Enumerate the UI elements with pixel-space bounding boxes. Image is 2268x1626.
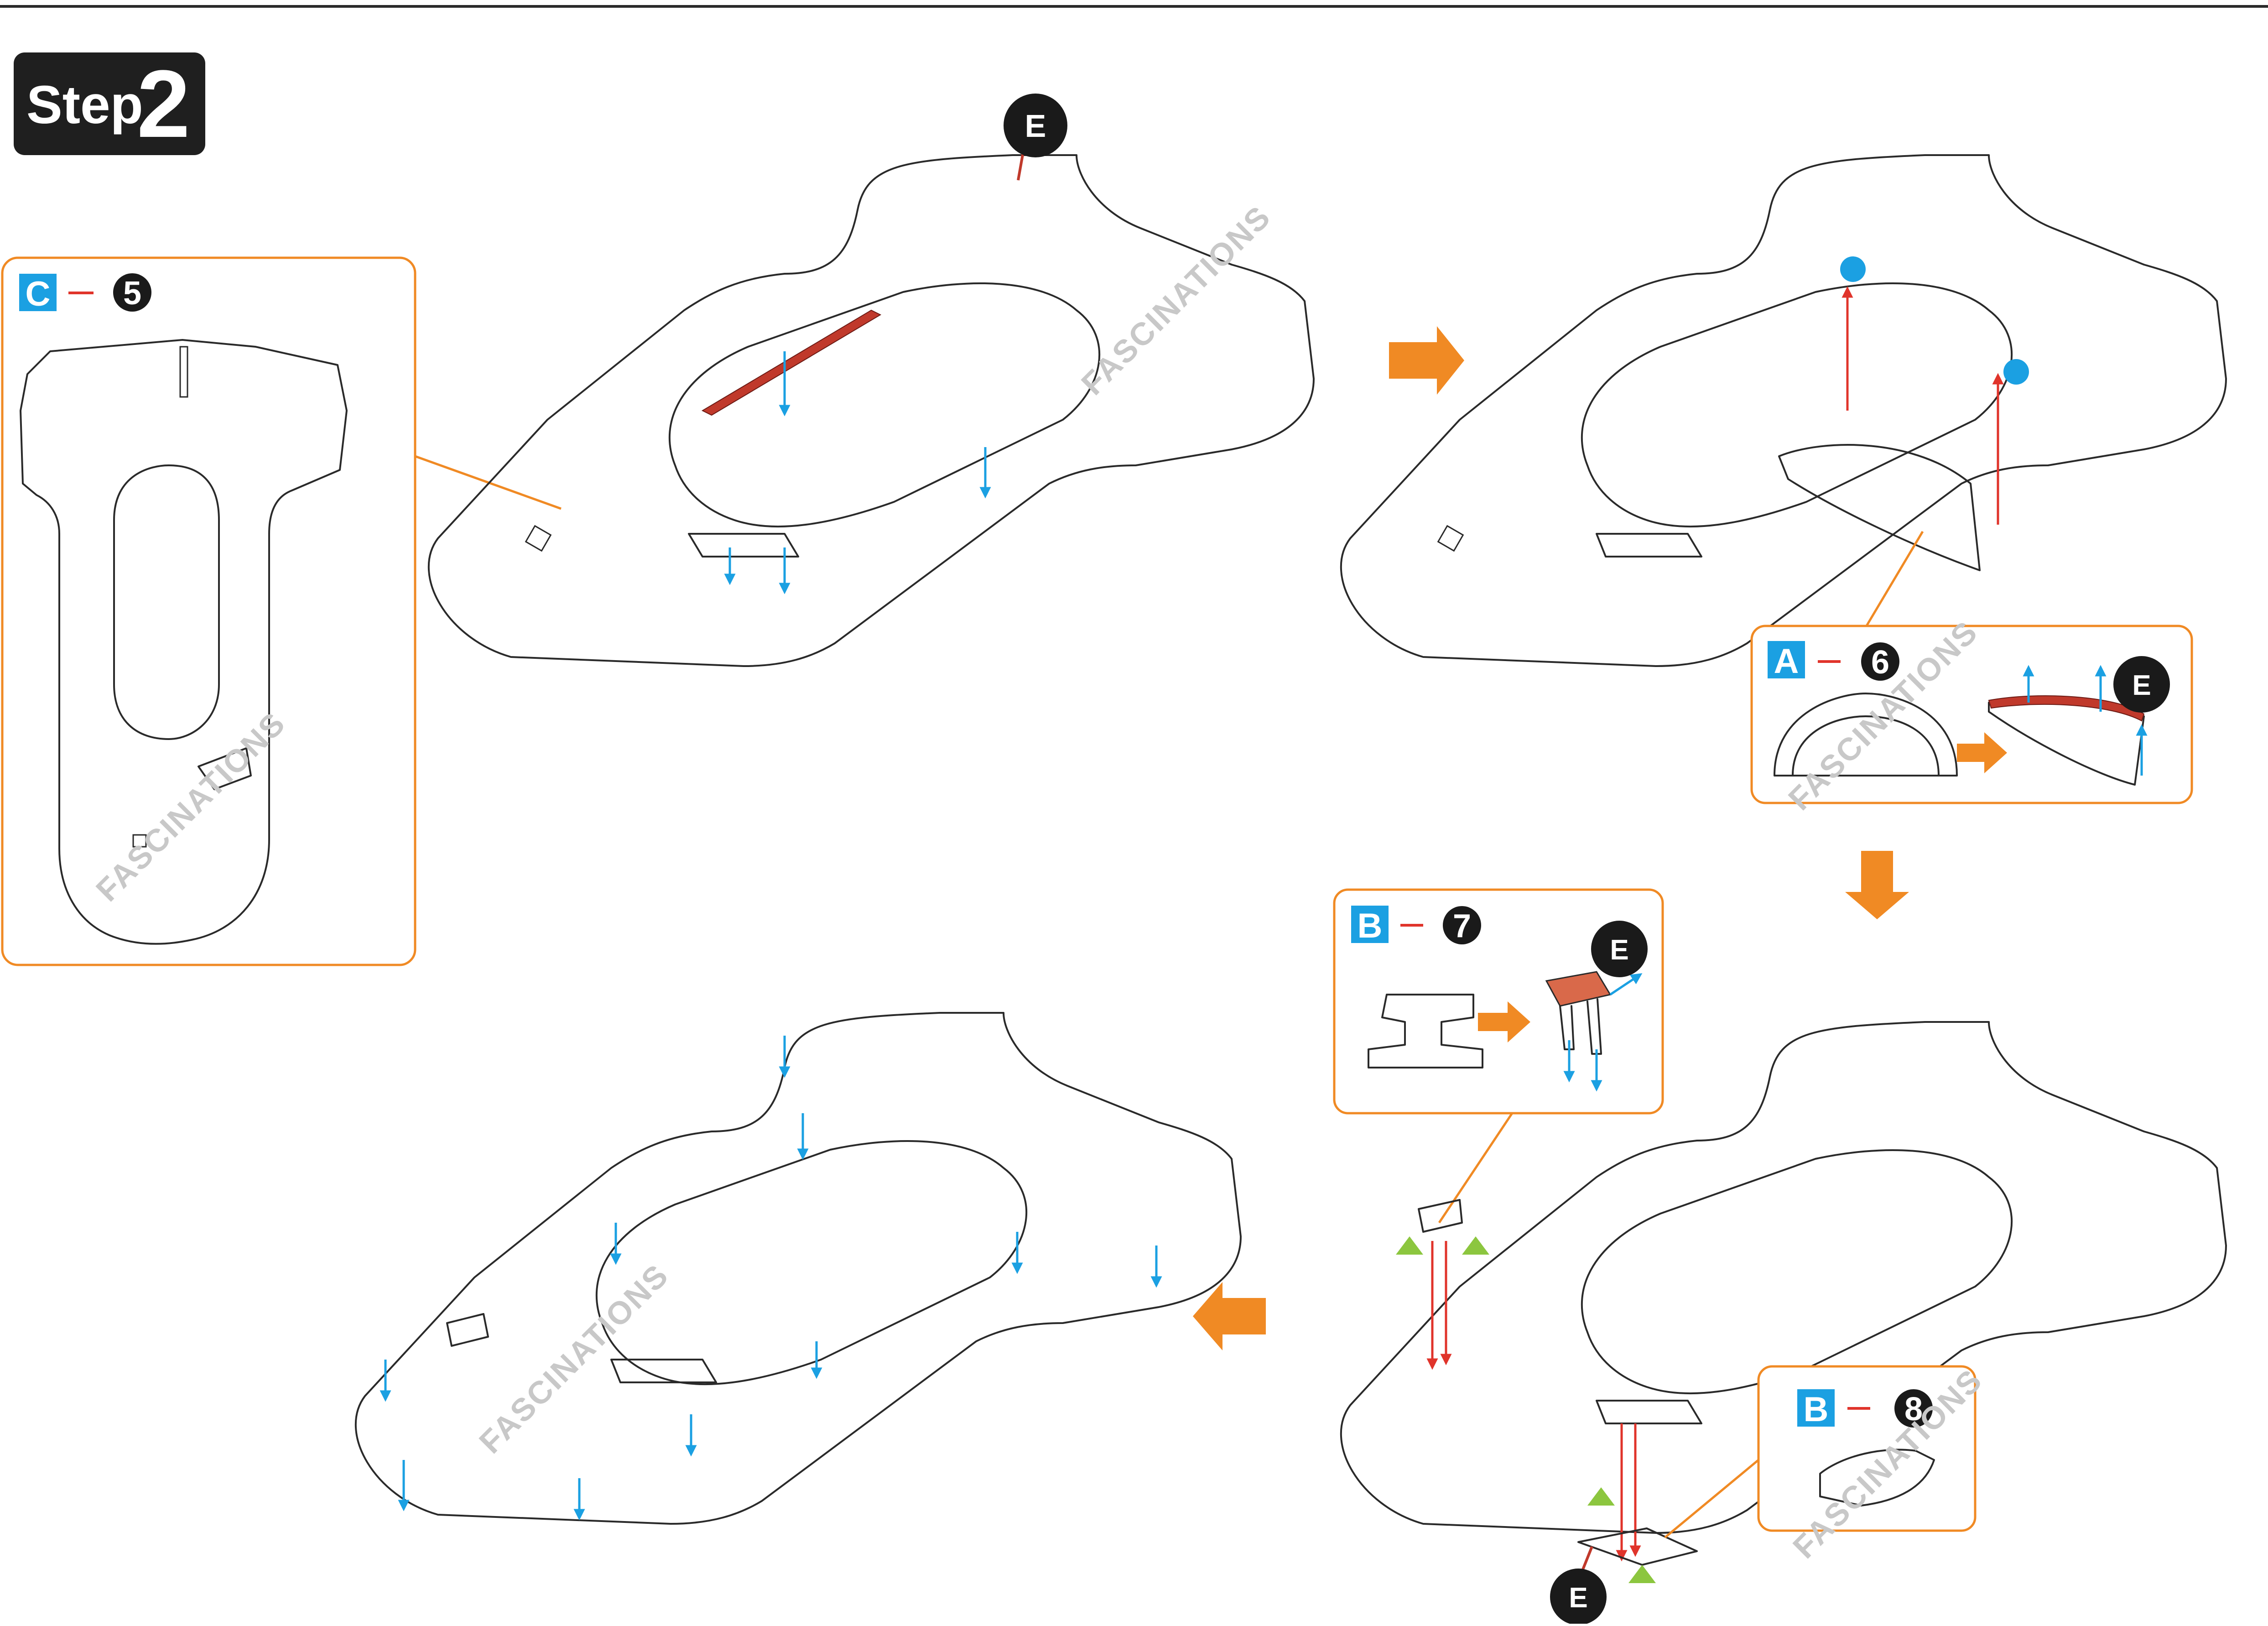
part-number-a: 6: [1871, 644, 1889, 681]
glue-tag-a6: E: [2113, 656, 2170, 713]
bracket-stand: [1418, 1199, 1463, 1233]
leader-line-a6: [1864, 531, 1924, 628]
part-letter: C: [26, 275, 51, 313]
orange-arrow-right-icon: [1389, 326, 1464, 395]
callout-panel-c5: C 5 FASCINATIONS: [1, 256, 562, 966]
number-disc: [113, 273, 151, 312]
svg-text:E: E: [1610, 934, 1628, 966]
flat-piece-c: [20, 339, 348, 945]
base-stage-1: FASCINATIONS E: [427, 94, 1315, 667]
svg-text:FASCINATIONS: FASCINATIONS: [472, 1257, 675, 1460]
part-number: 5: [123, 275, 141, 312]
base-stage-2: [1340, 154, 2227, 667]
part-letter-b8: B: [1804, 1390, 1829, 1429]
bottom-plate: [1577, 1527, 1698, 1566]
glue-tag-b7: E: [1591, 921, 1648, 977]
green-triangle-icon: [1396, 1236, 1423, 1255]
callout-panel-a6: A 6 E FASCINATIONS: [1750, 531, 2193, 817]
bracket-installed: [446, 1313, 489, 1347]
glue-tag-bottom: E: [1550, 1546, 1607, 1625]
svg-text:E: E: [2132, 670, 2151, 701]
step-number: 2: [137, 50, 190, 157]
callout-panel-b8: B 8 FASCINATIONS: [1664, 1362, 1989, 1565]
orange-arrow-left-icon: [1193, 1282, 1266, 1350]
callout-panel-b7: B 7 E: [1333, 888, 1664, 1224]
leader-line-c5: [415, 455, 562, 510]
part-number-b8: 8: [1904, 1391, 1923, 1428]
arch-piece: [1774, 693, 1958, 777]
part-letter-b7: B: [1358, 907, 1383, 945]
orange-arrow-right-icon-small: [1957, 732, 2007, 773]
glue-label: E: [1025, 108, 1046, 144]
orange-arrow-down-icon: [1845, 851, 1909, 919]
step-word: Step: [26, 75, 143, 135]
blue-dot-icon: [1840, 256, 1866, 282]
green-triangle-icon-2: [1462, 1236, 1489, 1255]
step-badge: Step 2: [14, 50, 205, 157]
part-number-b7: 7: [1453, 908, 1471, 944]
part-letter-box: [19, 274, 57, 311]
leader-line-b7: [1438, 1112, 1514, 1224]
leader-line-b8: [1664, 1459, 1759, 1538]
svg-text:E: E: [1569, 1582, 1587, 1614]
part-letter-a: A: [1774, 642, 1799, 681]
base-stage-final: FASCINATIONS: [354, 1012, 1242, 1525]
flat-plate-b8: [1819, 1449, 1935, 1506]
flat-bracket: [1368, 994, 1483, 1068]
base-stage-3: E: [1340, 1021, 2227, 1625]
blue-dot-icon-2: [2003, 359, 2029, 385]
watermark-2: FASCINATIONS: [1074, 198, 1277, 401]
glue-tag-top: E: [1004, 94, 1067, 181]
